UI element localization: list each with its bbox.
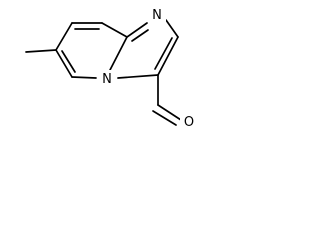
bond-n1-c2 [165, 19, 179, 38]
bond-c6-c5-outer [55, 49, 73, 78]
bond-c8a-n1-inner [131, 29, 149, 42]
bond-c6-c5-inner [61, 50, 76, 73]
bond-c6-methyl [25, 49, 57, 53]
bond-c3-n4 [117, 74, 159, 79]
bond-c2-c3-outer [157, 36, 179, 76]
bond-cho-o-inner [152, 110, 177, 126]
bond-cho-o-outer [157, 104, 182, 121]
bond-c5-n4 [71, 76, 97, 79]
bond-c8a-c8 [101, 22, 128, 38]
chemical-structure-diagram: N N O [25, 6, 198, 130]
atom-label-n1: N [152, 8, 162, 23]
bond-c8a-n1-outer [126, 22, 148, 38]
bond-n4-c8a [109, 36, 128, 71]
atom-label-o: O [184, 115, 194, 130]
bond-c2-c3-inner [154, 37, 173, 70]
bond-c7-c6 [55, 22, 73, 51]
atom-label-n4: N [102, 72, 112, 87]
